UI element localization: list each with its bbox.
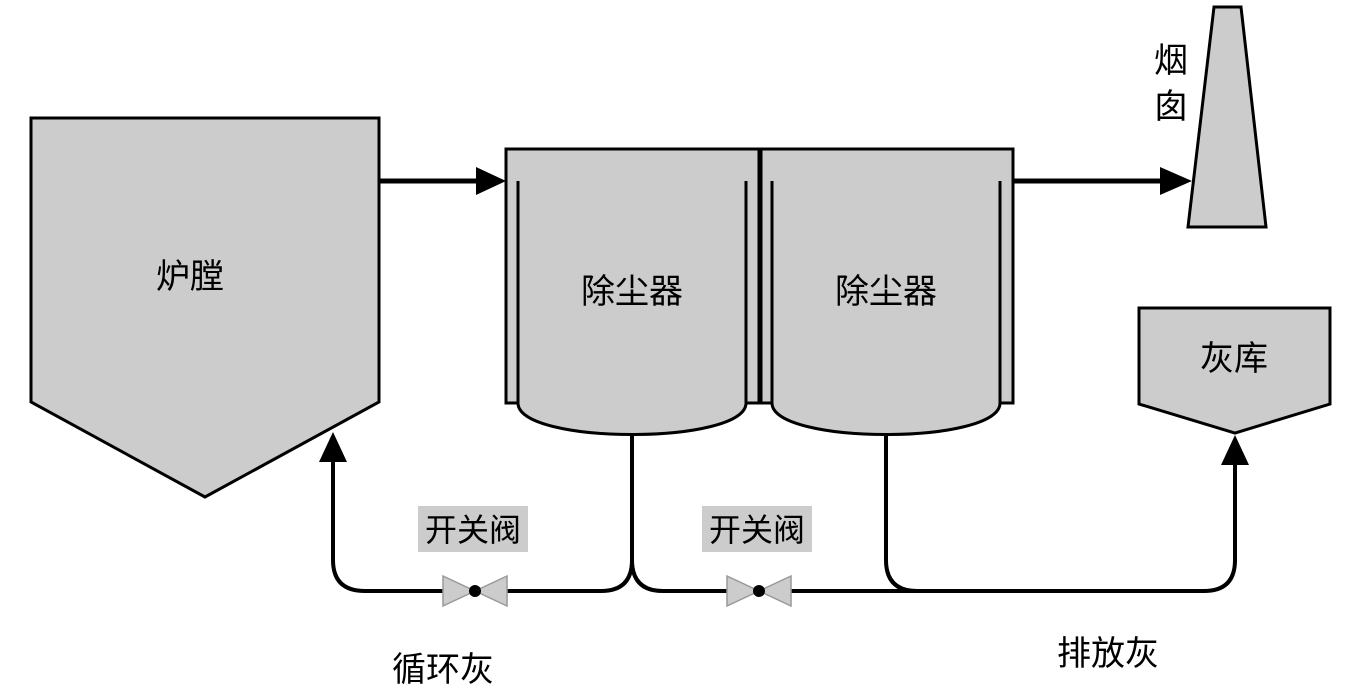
dust-collector-1 <box>504 147 761 436</box>
valve-2-label: 开关阀 <box>709 511 805 549</box>
discharge-ash-arrowhead <box>1221 435 1249 465</box>
valve-2-label-bg <box>702 506 812 552</box>
chimney-shape <box>1186 5 1268 229</box>
dust-collector-2 <box>759 147 1015 436</box>
ash-silo-label: 灰库 <box>1200 339 1268 379</box>
recycle-ash-arrowhead <box>319 432 347 462</box>
furnace-shape <box>29 116 381 499</box>
valve-1 <box>442 574 508 608</box>
discharge-ash-label: 排放灰 <box>1057 634 1159 674</box>
valve-1-label-bg <box>418 506 528 552</box>
stack-gas-arrowhead <box>1160 167 1192 195</box>
discharge-ash-pipe <box>884 434 1237 593</box>
discharge-branch-pipe <box>630 559 915 593</box>
collector-2-label: 除尘器 <box>835 272 937 312</box>
chimney-label-2: 囱 <box>1154 87 1188 127</box>
recycle-ash-label: 循环灰 <box>392 650 494 690</box>
furnace-label: 炉膛 <box>156 257 224 297</box>
valve-2 <box>726 574 792 608</box>
valve-1-label: 开关阀 <box>425 511 521 549</box>
ash-silo-shape <box>1137 306 1332 435</box>
collector-1-label: 除尘器 <box>581 272 683 312</box>
flue-gas-arrowhead <box>476 167 506 195</box>
chimney-label-1: 烟 <box>1154 41 1188 81</box>
